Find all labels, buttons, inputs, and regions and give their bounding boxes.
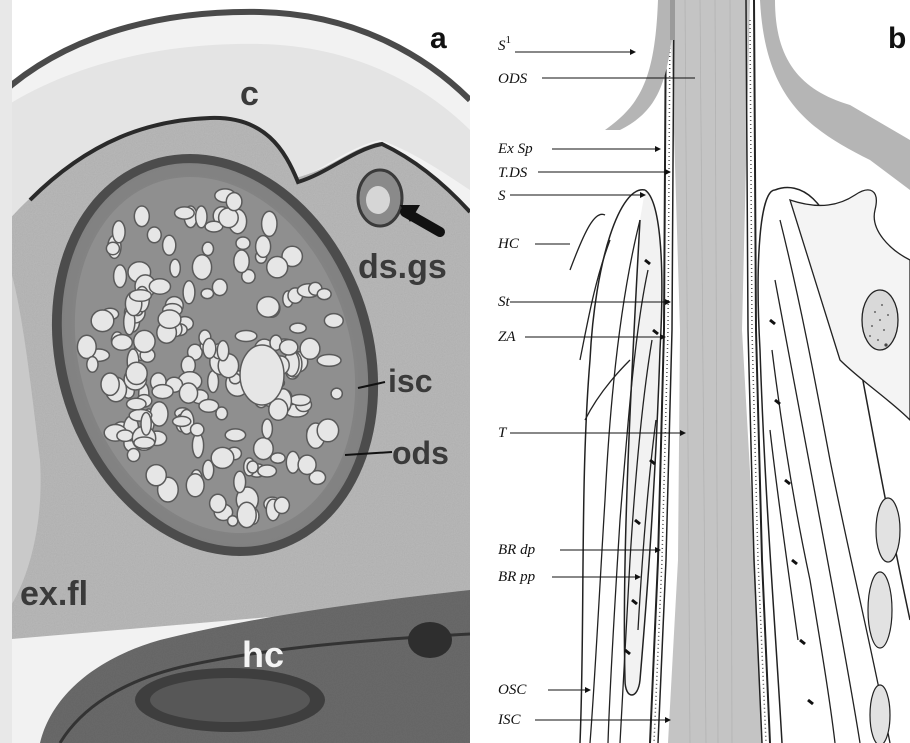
label-ods: ods — [392, 435, 449, 471]
dendrite-profile — [158, 310, 181, 328]
dendrite-profile — [300, 338, 320, 359]
dendrite-profile — [331, 388, 342, 399]
dendrite-profile — [216, 407, 228, 420]
dendrite-profile — [254, 438, 274, 460]
dendrite-profile — [87, 357, 98, 373]
dendrite-profile — [112, 335, 133, 351]
dendrite-profile — [256, 236, 271, 258]
dendrite-profile — [226, 193, 242, 211]
dendrite-profile — [191, 423, 204, 436]
dendrite-profile — [225, 429, 245, 441]
dendrite-profile — [290, 395, 311, 406]
label-ds-gs: ds.gs — [358, 248, 447, 286]
dendrite-profile — [77, 335, 96, 358]
label-ex-sp: Ex Sp — [497, 141, 533, 157]
dendrite-profile — [317, 355, 341, 367]
dendrite-profile — [134, 330, 155, 352]
label-s: S — [498, 188, 506, 204]
dendrite-profile — [192, 433, 203, 458]
dendrite-profile — [196, 206, 207, 228]
dendrite-profile — [114, 265, 127, 288]
label-st: St — [498, 294, 511, 310]
dendrite-profile — [152, 385, 173, 399]
label-za: ZA — [498, 329, 516, 345]
panel-a-letter: a — [430, 22, 447, 55]
dendrite-profile — [203, 460, 214, 480]
dendrite-profile — [149, 279, 170, 294]
label-ex-fl: ex.fl — [20, 575, 88, 613]
dendrite-profile — [236, 237, 250, 249]
label-hc-b: HC — [497, 236, 520, 252]
dendrite-profile — [147, 227, 161, 243]
dendrite-profile — [117, 430, 133, 441]
dendrite-profile — [211, 447, 234, 468]
panel-a-micrograph: a c ds.gs isc ods ex.fl hc — [0, 0, 470, 743]
dendrite-profile — [290, 323, 306, 333]
dendrite-profile — [234, 250, 249, 273]
dendrite-profile — [186, 474, 204, 497]
dendrite-profile — [271, 453, 285, 463]
dendrite-profile — [258, 465, 277, 477]
dendrite-profile — [210, 494, 226, 512]
dendrite-profile — [217, 341, 228, 361]
dendrite-profile — [183, 281, 195, 304]
label-c: c — [240, 75, 259, 113]
dendrite-profile — [257, 297, 279, 318]
dendrite-profile — [127, 398, 146, 410]
label-br-pp: BR pp — [498, 569, 536, 585]
panel-b-image: b S1 ODS Ex Sp T.DS S HC St ZA T BR dp B… — [470, 0, 910, 743]
panel-b-diagram: b S1 ODS Ex Sp T.DS S HC St ZA T BR dp B… — [470, 0, 910, 743]
dendrite-profile — [201, 289, 213, 299]
dendrite-profile — [130, 290, 152, 302]
dendrite-profile — [317, 419, 338, 442]
dendrite-profile — [262, 211, 277, 236]
dendrite-profile — [212, 279, 227, 296]
dendrite-profile — [173, 416, 191, 426]
panel-a-image: a c ds.gs isc ods ex.fl hc — [0, 0, 470, 743]
label-ods-b: ODS — [498, 71, 528, 87]
dendrite-profile — [247, 461, 258, 473]
dendrite-profile — [199, 400, 219, 413]
label-isc: isc — [388, 363, 432, 399]
dendrite-profile — [126, 362, 147, 384]
dendrite-profile — [280, 340, 298, 355]
dendrite-profile — [106, 242, 119, 254]
dendrite-profile — [240, 345, 284, 405]
dendrite-profile — [298, 455, 316, 474]
dendrite-profile — [317, 289, 331, 300]
dendrite-profile — [101, 373, 119, 395]
label-t-ds: T.DS — [498, 165, 528, 181]
dendrite-profile — [170, 259, 180, 277]
dendrite-profile — [150, 402, 168, 426]
dendrite-profile — [134, 437, 155, 448]
label-br-dp: BR dp — [498, 542, 536, 558]
dendrite-profile — [286, 451, 299, 473]
dendrite-profile — [192, 255, 211, 280]
dendrite-profile — [127, 449, 139, 462]
dendrite-profile — [228, 516, 238, 526]
label-osc: OSC — [498, 682, 527, 698]
dendrite-profile — [179, 383, 197, 403]
dendrite-profile — [203, 338, 216, 358]
dendrite-profile — [91, 310, 114, 332]
panel-b-letter: b — [888, 22, 906, 55]
dendrite-profile — [146, 465, 166, 486]
dendrite-profile — [163, 235, 176, 255]
label-isc-b: ISC — [497, 712, 521, 728]
dendrite-profile — [262, 419, 272, 439]
dendrite-profile — [324, 314, 343, 328]
dendrite-profile — [141, 413, 151, 436]
dendrite-profile — [274, 497, 289, 513]
dendrite-profile — [235, 331, 257, 342]
dendrite-profile — [113, 221, 126, 243]
dendrite-profile — [175, 207, 195, 219]
dendrite-profile — [234, 471, 246, 492]
dendrite-profile — [134, 206, 149, 227]
dendrite-profile — [237, 502, 256, 527]
label-hc: hc — [242, 634, 284, 675]
dendrite-profile — [267, 257, 288, 278]
dendrite-profile — [202, 242, 213, 255]
